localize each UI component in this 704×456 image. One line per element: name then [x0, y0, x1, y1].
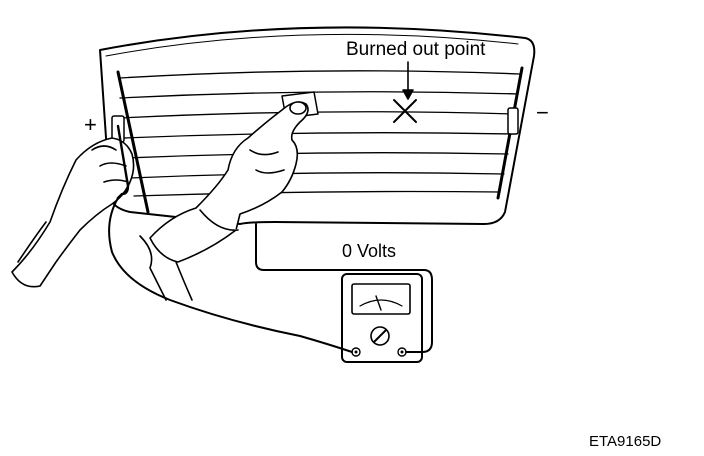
- voltmeter-knob-pointer: [373, 329, 387, 343]
- voltmeter-needle: [375, 295, 382, 311]
- rear-window-glass: [99, 26, 536, 225]
- voltmeter: [341, 273, 423, 363]
- burned-out-x-mark: [393, 99, 417, 123]
- pointing-hand: [139, 101, 309, 301]
- positive-terminal-label: +: [84, 112, 97, 137]
- bus-bars: [116, 66, 524, 214]
- burned-out-arrow: [402, 61, 414, 100]
- probe-hand: [11, 137, 135, 288]
- negative-terminal-block: [507, 107, 519, 135]
- voltage-reading-label: 0 Volts: [342, 241, 396, 261]
- negative-terminal-label: −: [536, 100, 549, 125]
- burned-out-point-label: Burned out point: [346, 39, 486, 60]
- defogger-grid-lines: [119, 70, 521, 197]
- probe-test-lead: [108, 197, 353, 353]
- voltmeter-scale-arc: [359, 299, 403, 307]
- positive-probe: [116, 124, 130, 200]
- patch-test-lead: [255, 223, 433, 353]
- voltmeter-display: [351, 283, 411, 315]
- figure-code: ETA9165D: [589, 433, 661, 450]
